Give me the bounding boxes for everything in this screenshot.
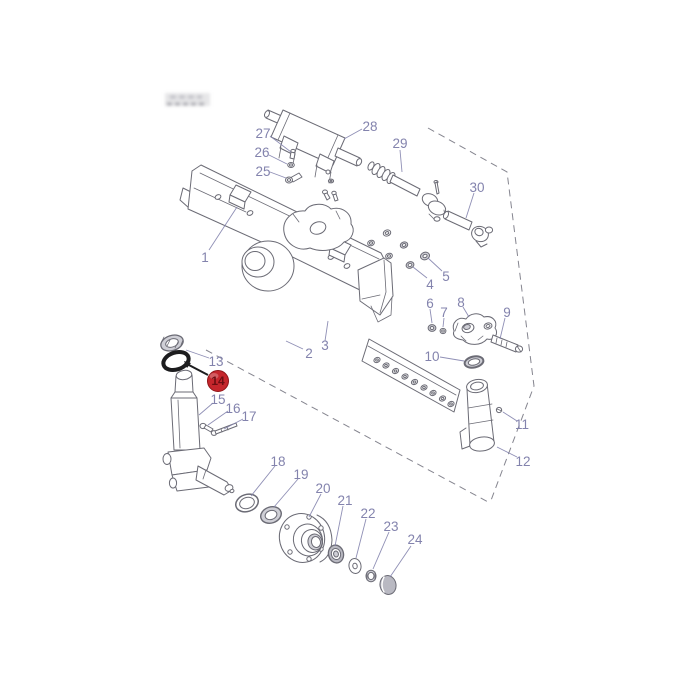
part-label-2: 2 (305, 346, 313, 361)
part-label-17: 17 (241, 409, 256, 424)
arm-nut-washer (427, 324, 447, 335)
part-label-27: 27 (255, 126, 270, 141)
part-label-22: 22 (360, 506, 375, 521)
part-label-7: 7 (440, 305, 448, 320)
part-label-23: 23 (383, 519, 398, 534)
part-label-10: 10 (424, 349, 439, 364)
highlighted-part-number: 14 (211, 374, 225, 388)
assembly-reference-lines (205, 127, 535, 504)
wheel-hub-group (235, 493, 397, 595)
part-label-15: 15 (210, 392, 225, 407)
part-labels: 1 2 3 4 5 6 7 8 9 10 11 12 13 15 16 17 1… (201, 119, 530, 547)
steering-arm (452, 313, 498, 345)
kingpin-spindle (162, 369, 238, 496)
part-label-24: 24 (407, 532, 423, 547)
o-ring-highlighted-part (161, 349, 191, 373)
part-label-6: 6 (426, 296, 434, 311)
part-label-19: 19 (293, 467, 308, 482)
leader-lines (185, 128, 518, 578)
highlighted-part-badge[interactable]: 14 (184, 361, 229, 392)
part-label-4: 4 (426, 277, 434, 292)
part-label-12: 12 (515, 454, 530, 469)
axle-beam (179, 164, 394, 323)
blurred-watermark (165, 93, 210, 106)
part-label-26: 26 (254, 145, 269, 160)
kingpin-bearing (160, 334, 184, 352)
part-label-8: 8 (457, 295, 465, 310)
part-label-21: 21 (337, 493, 352, 508)
part-label-20: 20 (315, 481, 330, 496)
part-label-9: 9 (503, 305, 511, 320)
axle-extension (361, 338, 503, 452)
drag-link-end (442, 210, 494, 248)
steering-cylinder (263, 109, 363, 202)
nut-washer-cluster (367, 229, 431, 269)
seal-ring (463, 355, 485, 369)
tie-rod-end (367, 161, 447, 222)
part-label-25: 25 (255, 164, 270, 179)
part-label-3: 3 (321, 338, 329, 353)
part-label-13: 13 (208, 354, 223, 369)
part-label-11: 11 (515, 417, 529, 432)
part-label-5: 5 (442, 269, 450, 284)
part-label-18: 18 (270, 454, 285, 469)
cylinder-fasteners (285, 148, 303, 184)
part-label-1: 1 (201, 250, 209, 265)
part-label-29: 29 (392, 136, 407, 151)
arm-bolt (490, 334, 524, 353)
part-label-16: 16 (225, 401, 240, 416)
part-label-28: 28 (362, 119, 377, 134)
part-label-30: 30 (469, 180, 484, 195)
